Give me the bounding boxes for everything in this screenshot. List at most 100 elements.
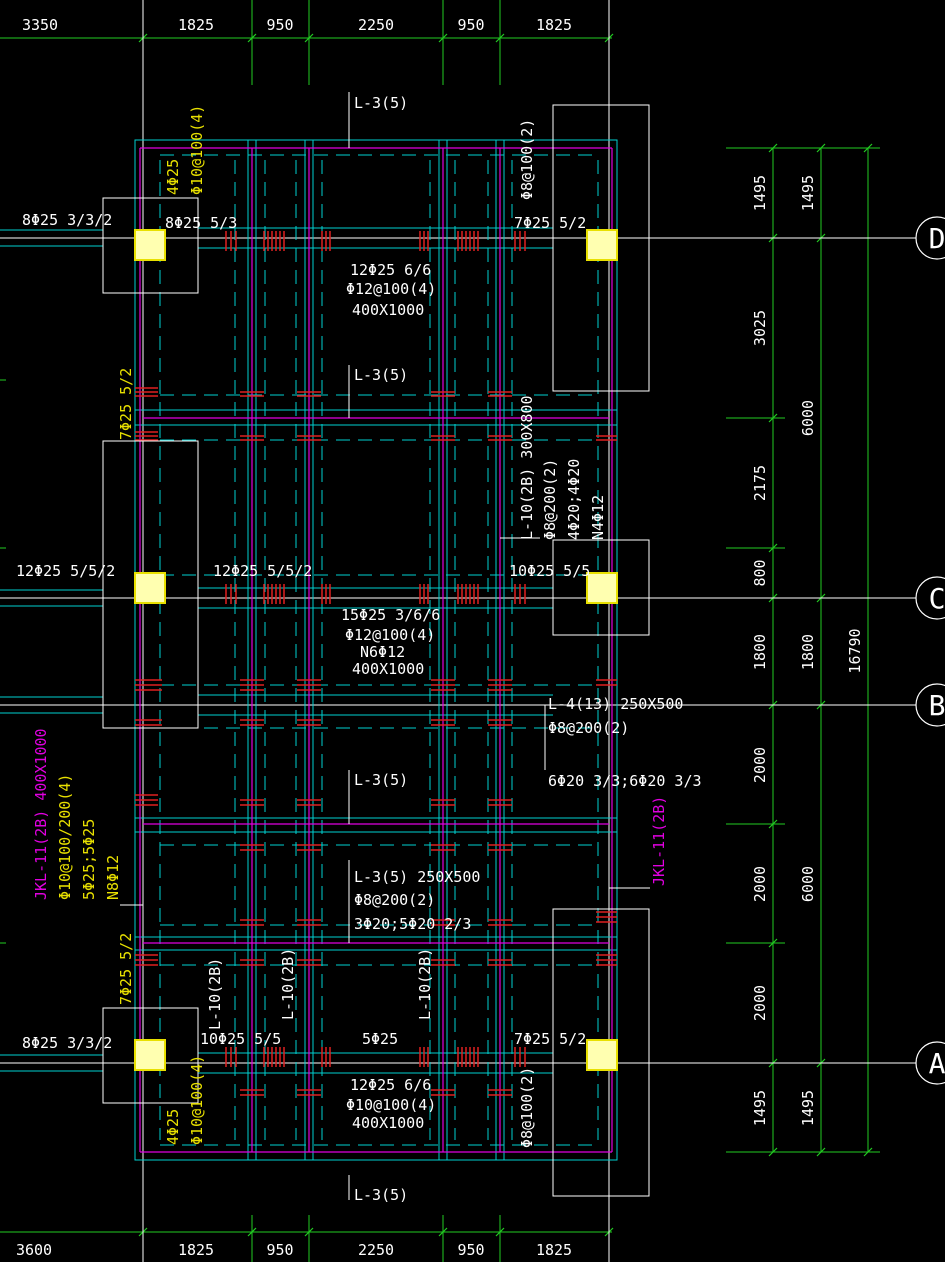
label-l4-detail-2: 6Φ20 3/3;6Φ20 3/3 [548,772,702,790]
axis-bubble-d [915,216,945,260]
label-jkl11-left-1: Φ10@100/200(4) [56,774,74,900]
reinforcement-lines [139,147,613,1153]
column-c-right [586,572,618,604]
column-a-right [586,1039,618,1071]
label-l10-a: L-10(2B) [206,958,224,1030]
pile-cap-c-right [552,539,650,636]
stirrup-group-horizontal [135,387,617,1096]
axis-label-c: C [929,582,945,615]
label-l10-c: L-10(2B) [416,948,434,1020]
yellow-annotations: 4Φ25 Φ10@100(4) 7Φ25 5/2 7Φ25 5/2 Φ10@10… [56,105,206,1145]
stirrup-group-a [225,1047,526,1067]
label-d-left-inner: 8Φ25 5/3 [165,214,237,232]
magenta-annotations: JKL-11(2B) 400X1000 JKL-11(2B) [32,728,668,900]
pile-cap-d-right [552,104,650,392]
bottom-dim-1: 1825 [178,1241,214,1259]
right-dim-inner-3: 800 [751,559,769,586]
pile-cap-c-left [102,440,199,729]
label-d-top-vertical-1: Φ10@100(4) [188,105,206,195]
label-a-left-outer: 8Φ25 3/3/2 [22,1034,112,1052]
axis-label-a: A [929,1047,945,1080]
pile-cap-d-left [102,197,199,294]
label-a-right-vertical: Φ8@100(2) [518,1067,536,1148]
label-l3-upper-mid: L-3(5) [354,366,408,384]
right-dim-middle-4: 1495 [799,1090,817,1126]
leader-lines [120,92,650,1200]
label-a-beam-0: 12Φ25 6/6 [350,1076,431,1094]
label-d-right: 7Φ25 5/2 [514,214,586,232]
bottom-dim-5: 1825 [536,1241,572,1259]
axis-label-b: B [929,689,945,722]
pile-cap-a-left [102,1007,199,1104]
right-dimension-texts: 1495 3025 2175 800 1800 2000 2000 2000 1… [751,175,864,1126]
label-l10-b: L-10(2B) [279,948,297,1020]
label-c-left-inner: 12Φ25 5/5/2 [213,562,312,580]
column-d-right [586,229,618,261]
label-d-beam-0: 12Φ25 6/6 [350,261,431,279]
label-c-beam-1: Φ12@100(4) [345,626,435,644]
column-d-left [134,229,166,261]
top-dim-2: 950 [266,16,293,34]
label-a-bottom-vertical-0: 4Φ25 [164,1109,182,1145]
right-dim-middle-0: 1495 [799,175,817,211]
stirrup-group-d [225,231,526,251]
label-d-left-outer: 8Φ25 3/3/2 [22,211,112,229]
label-a-beam-1: Φ10@100(4) [346,1096,436,1114]
right-dim-total: 16790 [846,628,864,673]
stirrup-group-c [225,584,526,604]
label-a-left-inner: 10Φ25 5/5 [200,1030,281,1048]
top-dim-0: 3350 [22,16,58,34]
label-jkl11-left-3: N8Φ12 [104,855,122,900]
columns [134,229,618,1071]
stirrup-hatches [135,231,617,1096]
right-dim-inner-8: 1495 [751,1090,769,1126]
top-dim-1: 1825 [178,16,214,34]
pile-caps [102,104,650,1197]
label-l3-detail-1: Φ8@200(2) [354,891,435,909]
label-a-beam-2: 400X1000 [352,1114,424,1132]
right-dim-inner-0: 1495 [751,175,769,211]
right-dim-inner-1: 3025 [751,310,769,346]
label-a-right: 7Φ25 5/2 [514,1030,586,1048]
bottom-dim-0: 3600 [16,1241,52,1259]
label-d-top-vertical-0: 4Φ25 [164,159,182,195]
label-l10-detail-0: L-10(2B) 300X800 [518,396,536,541]
white-annotations: L-3(5) L-3(5) L-3(5) L-3(5) L-3(5) 250X5… [16,94,702,1204]
right-dim-inner-5: 2000 [751,747,769,783]
label-a-bottom-vertical-1: Φ10@100(4) [188,1055,206,1145]
axis-label-d: D [929,222,945,255]
label-l4-detail-0: L-4(13) 250X500 [548,695,683,713]
label-l10-detail-1: Φ8@200(2) [541,459,559,540]
right-dim-middle-1: 6000 [799,400,817,436]
hidden-beam-lines [159,154,600,1146]
label-jkl11-right: JKL-11(2B) [650,796,668,886]
axis-bubble-a [915,1041,945,1085]
right-dim-inner-2: 2175 [751,465,769,501]
label-l3-detail-2: 3Φ20;5Φ20 2/3 [354,915,471,933]
label-l3-bottom: L-3(5) [354,1186,408,1204]
label-l3-top: L-3(5) [354,94,408,112]
label-d-beam-1: Φ12@100(4) [346,280,436,298]
top-dim-5: 1825 [536,16,572,34]
label-left-vertical-upper: 7Φ25 5/2 [117,368,135,440]
bottom-dim-4: 950 [457,1241,484,1259]
axis-bubble-b [915,683,945,727]
label-l4-detail-1: Φ8@200(2) [548,719,629,737]
right-dim-inner-4: 1800 [751,634,769,670]
bottom-dimension-texts: 3600 1825 950 2250 950 1825 [16,1241,572,1259]
pile-cap-a-right [552,908,650,1197]
axis-bubble-c [915,576,945,620]
beam-outlines [0,139,618,1161]
top-dim-4: 950 [457,16,484,34]
right-dim-middle-2: 1800 [799,634,817,670]
axis-bubbles [915,216,945,1085]
label-l3-lower-mid: L-3(5) [354,771,408,789]
label-c-beam-0: 15Φ25 3/6/6 [341,606,440,624]
label-c-beam-3: 400X1000 [352,660,424,678]
label-l3-detail-0: L-3(5) 250X500 [354,868,480,886]
label-d-right-vertical: Φ8@100(2) [518,119,536,200]
label-a-mid: 5Φ25 [362,1030,398,1048]
label-jkl11-left-2: 5Φ25;5Φ25 [80,819,98,900]
label-left-vertical-lower: 7Φ25 5/2 [117,933,135,1005]
